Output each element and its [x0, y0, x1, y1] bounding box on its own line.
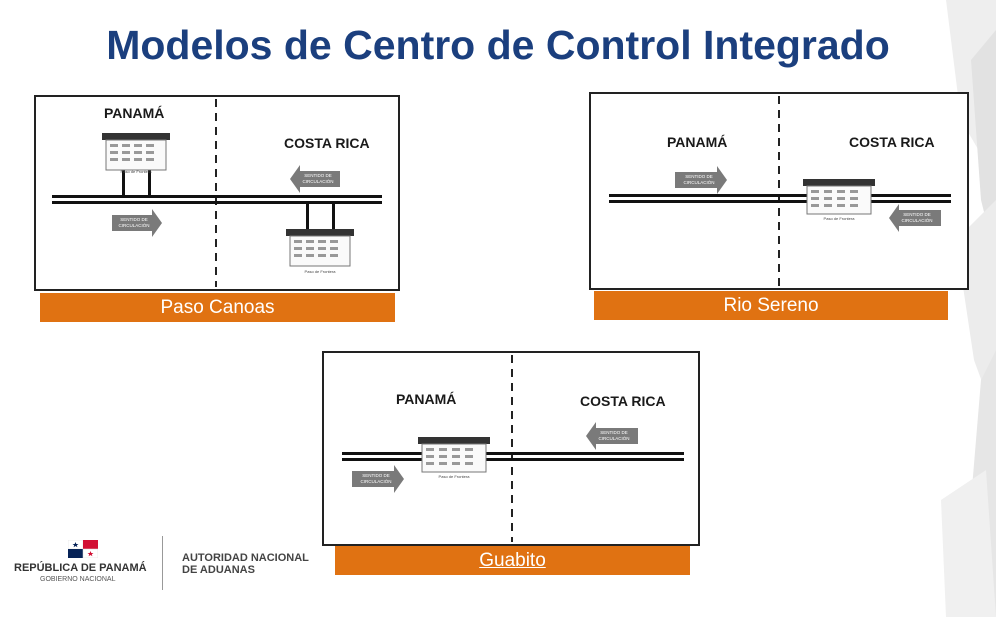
customs-building-icon — [803, 179, 875, 215]
arrow-label: CIRCULACIÓN — [360, 478, 391, 484]
arrow-label: SENTIDO DE — [362, 473, 390, 478]
customs-building-icon — [286, 229, 354, 267]
country-label-panama: PANAMÁ — [104, 105, 165, 121]
republic-name: REPÚBLICA DE PANAMÁ — [14, 562, 147, 574]
rio-sereno-drawing: SENTIDO DE CIRCULACIÓN SENTIDO DE CIRCUL… — [609, 96, 951, 286]
diagram-rio-sereno: SENTIDO DE CIRCULACIÓN SENTIDO DE CIRCUL… — [589, 92, 969, 290]
building-caption: Paso de Frontera — [439, 474, 471, 479]
label-paso-canoas: Paso Canoas — [40, 293, 395, 322]
traffic-arrow-left-icon — [889, 204, 941, 232]
guabito-drawing: SENTIDO DE CIRCULACIÓN SENTIDO DE CIRCUL… — [342, 355, 684, 542]
country-label-costa-rica: COSTA RICA — [580, 393, 666, 409]
country-label-panama: PANAMÁ — [667, 134, 728, 150]
traffic-arrow-right-icon — [112, 209, 162, 237]
diagram-paso-canoas: SENTIDO DE CIRCULACIÓN SENTIDO DE CIRCUL… — [34, 95, 400, 291]
arrow-label: CIRCULACIÓN — [598, 435, 629, 441]
traffic-arrow-right-icon — [352, 465, 404, 493]
diagram-guabito: SENTIDO DE CIRCULACIÓN SENTIDO DE CIRCUL… — [322, 351, 700, 546]
arrow-label: CIRCULACIÓN — [118, 222, 149, 228]
authority-name-line1: AUTORIDAD NACIONAL — [182, 552, 309, 564]
government-logo: REPÚBLICA DE PANAMÁ GOBIERNO NACIONAL AU… — [14, 536, 334, 596]
label-rio-sereno: Rio Sereno — [594, 291, 948, 320]
building-caption: Paso de Frontera — [305, 269, 337, 274]
arrow-label: SENTIDO DE — [304, 173, 332, 178]
arrow-label: CIRCULACIÓN — [302, 178, 333, 184]
building-caption: Paso de Frontera — [121, 169, 153, 174]
arrow-label: SENTIDO DE — [685, 174, 713, 179]
panama-flag-icon — [68, 540, 98, 558]
government-name: GOBIERNO NACIONAL — [40, 576, 116, 583]
building-caption: Paso de Frontera — [824, 216, 856, 221]
logo-divider — [162, 536, 163, 590]
customs-building-icon — [418, 437, 490, 473]
traffic-arrow-left-icon — [290, 165, 340, 193]
arrow-label: SENTIDO DE — [903, 212, 931, 217]
arrow-label: CIRCULACIÓN — [683, 179, 714, 185]
traffic-arrow-left-icon — [586, 422, 638, 450]
authority-name-line2: DE ADUANAS — [182, 564, 255, 576]
label-guabito[interactable]: Guabito — [335, 546, 690, 575]
arrow-label: SENTIDO DE — [600, 430, 628, 435]
country-label-costa-rica: COSTA RICA — [284, 135, 370, 151]
paso-canoas-drawing: SENTIDO DE CIRCULACIÓN SENTIDO DE CIRCUL… — [52, 99, 382, 287]
traffic-arrow-right-icon — [675, 166, 727, 194]
customs-building-icon — [102, 133, 170, 171]
arrow-label: CIRCULACIÓN — [901, 217, 932, 223]
slide-title: Modelos de Centro de Control Integrado — [106, 22, 890, 68]
arrow-label: SENTIDO DE — [120, 217, 148, 222]
country-label-panama: PANAMÁ — [396, 391, 457, 407]
country-label-costa-rica: COSTA RICA — [849, 134, 935, 150]
